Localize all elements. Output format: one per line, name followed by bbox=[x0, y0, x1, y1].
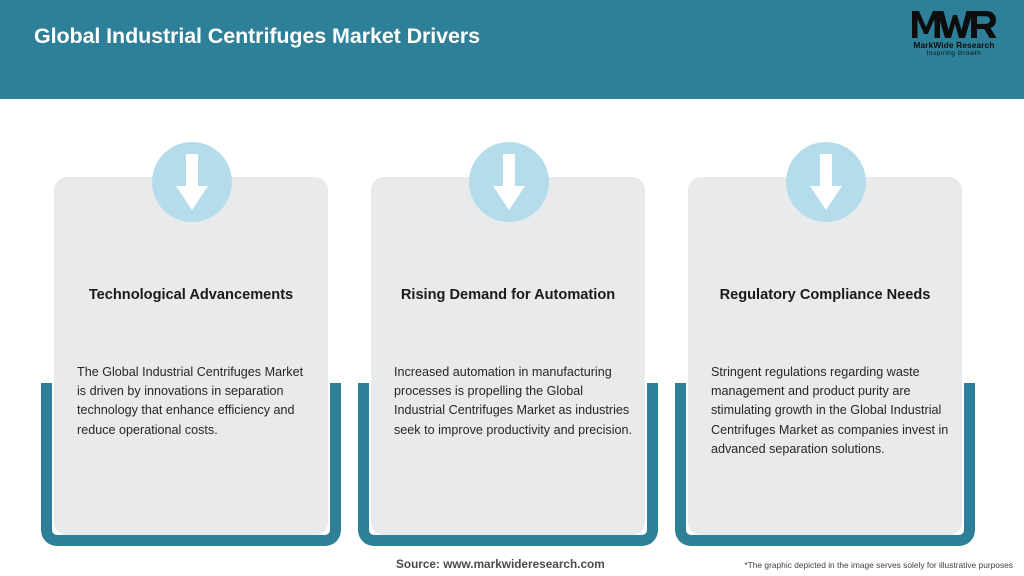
logo-company-name: MarkWide Research bbox=[913, 40, 995, 50]
footer-disclaimer: *The graphic depicted in the image serve… bbox=[744, 560, 1013, 570]
footer-source: Source: www.markwideresearch.com bbox=[396, 557, 605, 571]
driver-card-title: Technological Advancements bbox=[88, 287, 294, 303]
driver-card-body: The Global Industrial Centrifuges Market… bbox=[77, 365, 304, 437]
logo-tagline: Inspiring Growth bbox=[926, 50, 982, 57]
card-accent-frame bbox=[41, 383, 341, 546]
page-title: Global Industrial Centrifuges Market Dri… bbox=[34, 24, 481, 48]
arrow-down-icon bbox=[786, 142, 866, 222]
card-accent-frame bbox=[675, 383, 975, 546]
mwr-logo-mark bbox=[912, 11, 997, 38]
driver-card: Rising Demand for Automation Increased a… bbox=[371, 177, 645, 535]
header-bar: Global Industrial Centrifuges Market Dri… bbox=[0, 0, 1024, 99]
driver-card-body: Increased automation in manufacturing pr… bbox=[394, 365, 632, 437]
arrow-down-icon bbox=[152, 142, 232, 222]
driver-card-group: Regulatory Compliance Needs Stringent re… bbox=[675, 142, 975, 546]
driver-card-title: Rising Demand for Automation bbox=[400, 287, 616, 303]
driver-card-group: Rising Demand for Automation Increased a… bbox=[358, 142, 658, 546]
driver-card: Technological Advancements The Global In… bbox=[54, 177, 328, 535]
arrow-down-icon bbox=[469, 142, 549, 222]
driver-card-title: Regulatory Compliance Needs bbox=[719, 287, 931, 303]
driver-card: Regulatory Compliance Needs Stringent re… bbox=[688, 177, 962, 535]
company-logo: MarkWide Research Inspiring Growth bbox=[902, 9, 1006, 65]
card-accent-frame bbox=[358, 383, 658, 546]
driver-card-body: Stringent regulations regarding waste ma… bbox=[711, 365, 949, 456]
driver-card-group: Technological Advancements The Global In… bbox=[41, 142, 341, 546]
